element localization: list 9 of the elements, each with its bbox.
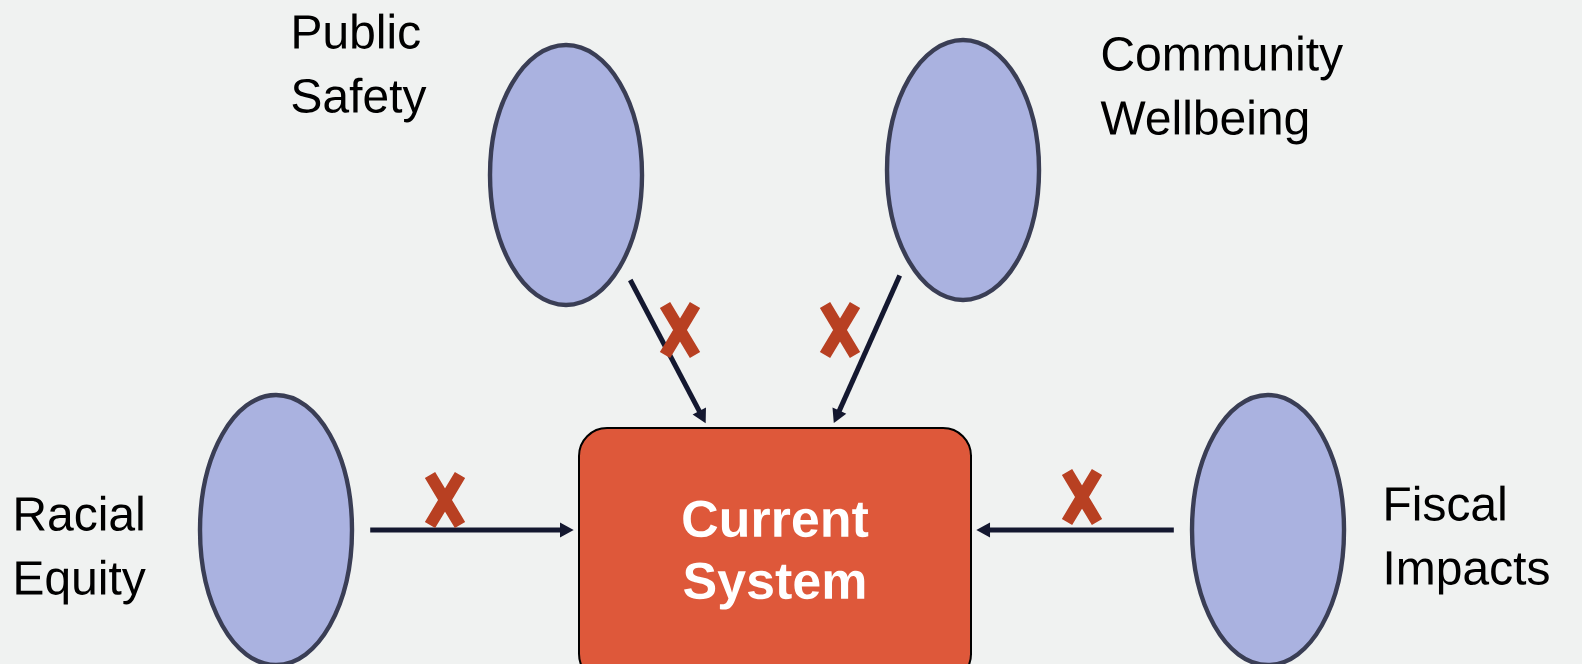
system-box: Current System — [578, 427, 972, 664]
ellipse — [884, 37, 1042, 303]
node-caption: Community Wellbeing — [1100, 35, 1343, 145]
ellipse — [197, 392, 355, 664]
node-caption: Public Safety — [292, 13, 427, 123]
node-caption: Racial Equity — [16, 495, 146, 605]
node-caption: Fiscal Impacts — [1386, 485, 1549, 595]
ellipse — [487, 42, 645, 308]
ellipse — [1189, 392, 1347, 664]
